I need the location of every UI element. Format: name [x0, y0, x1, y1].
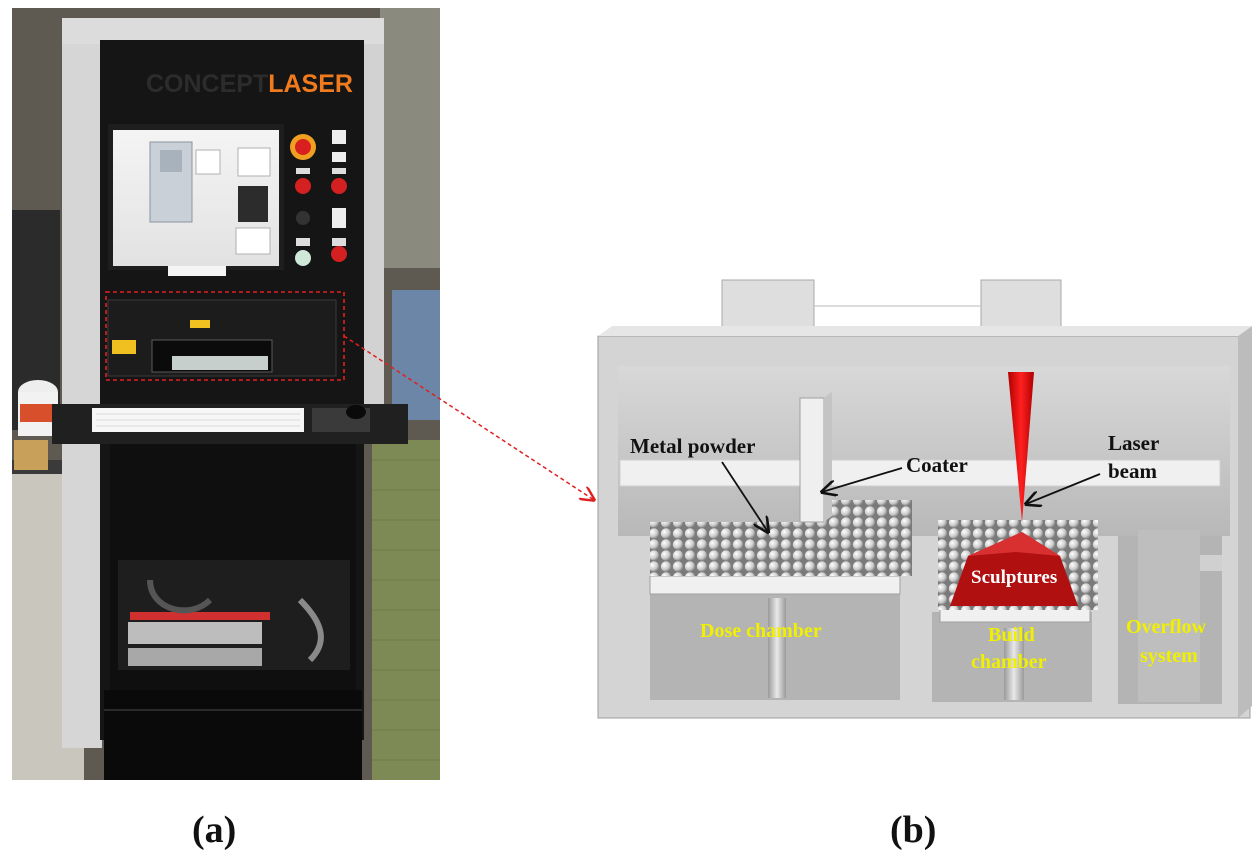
switch-2: [332, 152, 346, 162]
switch-3: [296, 168, 310, 174]
bottle-label: [20, 404, 56, 422]
label-dose-chamber: Dose chamber: [700, 620, 822, 642]
screen-window-2: [160, 150, 182, 172]
key-switch-icon: [296, 211, 310, 225]
screen-window-5: [237, 147, 271, 177]
red-button-3-icon: [331, 246, 347, 262]
warning-label-1: [190, 320, 210, 328]
screen-window-4: [238, 186, 268, 222]
label-system: system: [1140, 645, 1198, 667]
machine-frame-right: [362, 18, 384, 436]
warning-label-2: [112, 340, 136, 354]
upper-chamber: [618, 366, 1230, 536]
switch-4: [332, 168, 346, 174]
right-wall: [380, 8, 440, 268]
build-platform: [939, 607, 1091, 623]
cabinet-base: [104, 690, 362, 780]
machine-photo: CONCEPTLASER: [12, 8, 440, 780]
metal-powder-arrow: [721, 461, 768, 532]
cylinder-2: [128, 648, 262, 666]
panel-label-a: (a): [192, 809, 236, 851]
label-coater: Coater: [906, 453, 968, 477]
label-beam: beam: [1108, 459, 1158, 483]
screen-window-6: [235, 227, 271, 255]
label-metal-powder: Metal powder: [630, 434, 755, 458]
laser-arrow: [1026, 473, 1101, 504]
machine-top: [62, 18, 384, 44]
blue-board: [392, 290, 440, 420]
green-button-icon: [295, 250, 311, 266]
switch-5: [332, 208, 346, 228]
red-button-2-icon: [331, 178, 347, 194]
screen-window-3: [195, 149, 221, 175]
pointer-arrow: [343, 335, 594, 500]
overflow-slot: [1200, 555, 1222, 571]
back-rail: [619, 459, 1221, 487]
label-build: Build: [988, 624, 1035, 646]
switch-7: [332, 238, 346, 246]
label-overflow: Overflow: [1126, 616, 1207, 638]
housing-top: [598, 326, 1252, 336]
emergency-stop-core-icon: [295, 139, 311, 155]
mouse-icon: [346, 405, 366, 419]
overflow-inner: [1138, 530, 1200, 702]
label-chamber: chamber: [971, 651, 1047, 673]
build-piston: [1004, 628, 1024, 700]
laser-beam: [1008, 372, 1034, 522]
box-left: [14, 440, 48, 470]
dose-powder: [650, 522, 912, 576]
hose: [147, 579, 213, 614]
dose-piston: [768, 598, 786, 698]
schematic: Metal powder Coater Laser beam Sculpture…: [597, 279, 1252, 719]
dose-platform: [649, 575, 901, 595]
hose-2: [297, 597, 324, 663]
door-light: [172, 356, 268, 370]
pipe-red-1: [130, 612, 270, 620]
machine-frame-left: [62, 18, 102, 748]
label-laser: Laser: [1108, 431, 1159, 455]
brand-logo: CONCEPTLASER: [146, 70, 353, 98]
sculpture-top: [968, 532, 1060, 556]
coater-blade: [799, 397, 825, 523]
monitor-sticker: [168, 266, 226, 276]
switch-6: [296, 238, 310, 246]
label-sculptures: Sculptures: [971, 567, 1057, 588]
keyboard-keys: [96, 413, 300, 427]
coater-arrow: [822, 467, 903, 492]
cylinder-1: [128, 622, 262, 644]
coater-side: [824, 392, 832, 522]
screen-window-1: [149, 141, 193, 223]
red-button-icon: [295, 178, 311, 194]
mesh-texture: [372, 459, 440, 761]
switch-1: [332, 130, 346, 144]
panel-label-b: (b): [890, 809, 936, 851]
housing-side: [1238, 326, 1252, 718]
